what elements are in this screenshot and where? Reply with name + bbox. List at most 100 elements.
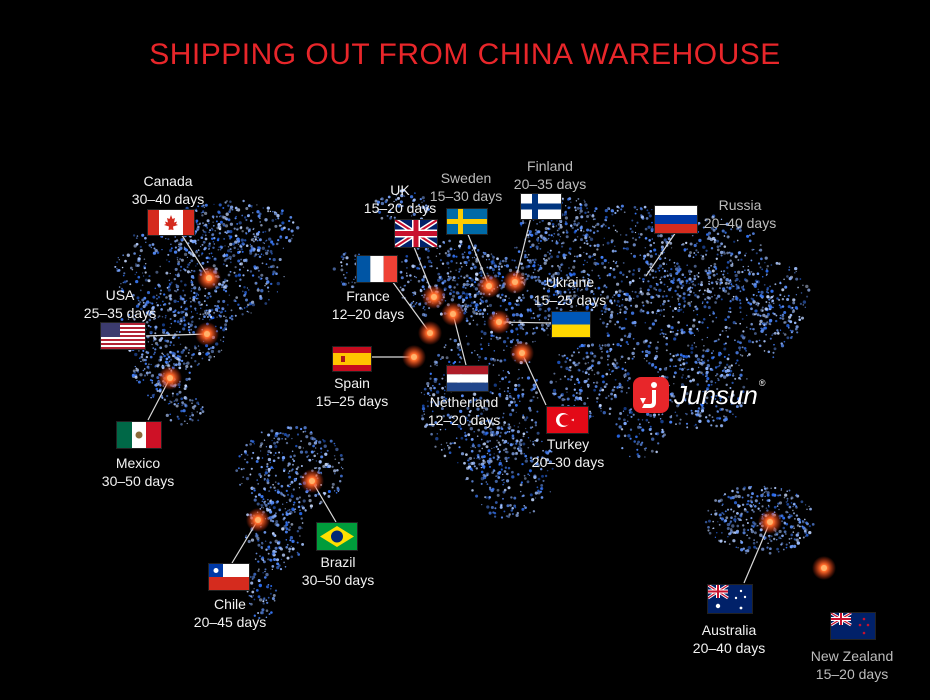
map-dot [657, 371, 659, 373]
map-dot [564, 222, 568, 226]
map-dot [265, 585, 269, 589]
map-dot [677, 308, 681, 313]
map-dot [222, 263, 225, 266]
map-dot [632, 254, 637, 258]
map-dot [696, 357, 701, 362]
map-dot [455, 269, 457, 271]
map-dot [517, 426, 520, 428]
map-dot [480, 274, 483, 277]
map-dot [187, 329, 191, 332]
map-dot [527, 473, 530, 476]
map-dot [192, 276, 195, 279]
map-dot [497, 448, 500, 451]
map-dot [460, 394, 464, 398]
map-dot [521, 377, 524, 379]
map-dot [233, 227, 236, 230]
map-dot [514, 246, 516, 249]
map-dot [194, 300, 196, 303]
map-dot [616, 386, 619, 389]
map-dot [484, 320, 486, 323]
map-dot [624, 305, 627, 309]
map-dot [435, 255, 438, 257]
map-dot [188, 323, 190, 325]
map-dot [482, 443, 485, 446]
map-dot [179, 265, 183, 268]
map-dot [729, 386, 732, 390]
map-dot [671, 315, 674, 318]
map-dot [190, 311, 193, 313]
map-dot [156, 389, 159, 392]
map-dot [513, 504, 517, 508]
map-dot [496, 257, 499, 261]
map-dot [447, 400, 450, 403]
map-dot [434, 421, 438, 424]
map-dot [222, 280, 225, 284]
map-dot [283, 226, 286, 230]
map-dot [572, 351, 576, 354]
map-dot [587, 361, 590, 364]
map-dot [178, 386, 181, 388]
map-dot [604, 215, 608, 219]
map-dot [278, 508, 282, 512]
map-dot [151, 302, 154, 305]
map-dot [585, 252, 588, 255]
map-dot [674, 307, 677, 311]
map-dot [557, 223, 561, 226]
map-dot [698, 361, 700, 363]
map-dot [468, 276, 471, 280]
map-dot [760, 257, 763, 261]
map-dot [244, 290, 248, 294]
map-dot [151, 243, 155, 246]
map-dot [269, 461, 272, 464]
map-dot [794, 327, 798, 331]
map-dot [131, 268, 134, 271]
map-dot [729, 520, 733, 523]
map-dot [144, 358, 147, 362]
map-dot [692, 256, 695, 259]
map-dot [217, 300, 221, 303]
map-dot [296, 433, 300, 436]
map-dot [671, 400, 673, 403]
map-dot [189, 271, 192, 273]
map-dot [153, 337, 157, 341]
map-dot [234, 314, 237, 317]
map-dot [196, 312, 198, 315]
map-dot [717, 281, 719, 283]
map-dot [509, 392, 511, 395]
map-dot [739, 290, 742, 293]
map-dot [625, 275, 628, 279]
map-dot [389, 205, 391, 207]
map-dot [467, 419, 469, 422]
map-dot [421, 404, 425, 408]
map-dot [429, 386, 433, 390]
map-dot [730, 228, 733, 231]
map-dot [525, 222, 527, 224]
map-dot [275, 520, 279, 523]
map-dot [253, 443, 255, 445]
map-dot [257, 214, 261, 218]
map-dot [739, 341, 742, 345]
map-dot [227, 246, 230, 248]
map-dot [334, 458, 337, 461]
map-dot [594, 258, 596, 261]
map-dot [506, 336, 510, 340]
map-dot [529, 246, 532, 249]
map-dot [423, 387, 427, 391]
map-dot [792, 544, 797, 549]
map-dot [616, 209, 619, 212]
map-dot [260, 431, 263, 434]
map-dot [547, 251, 549, 253]
map-dot [205, 225, 208, 228]
map-dot [766, 487, 769, 490]
map-dot [208, 310, 212, 313]
map-dot [792, 525, 795, 528]
map-dot [292, 463, 294, 466]
map-dot [516, 511, 519, 515]
map-dot [425, 209, 428, 211]
map-dot [485, 420, 488, 422]
map-dot [502, 473, 504, 476]
map-dot [568, 197, 572, 201]
map-dot [255, 282, 258, 285]
map-dot [670, 326, 674, 330]
map-dot [651, 230, 653, 233]
